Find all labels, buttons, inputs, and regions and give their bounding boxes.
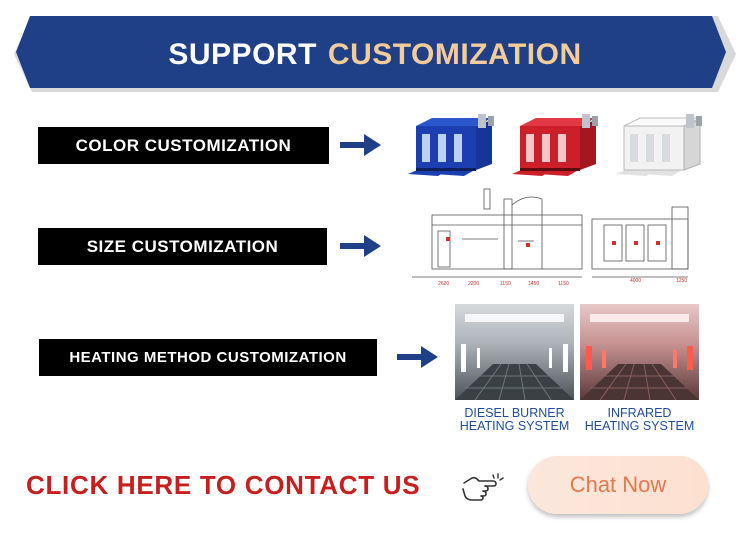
diesel-burner-caption-line2: HEATING SYSTEM xyxy=(459,419,570,433)
pointing-hand-icon xyxy=(462,473,504,501)
svg-text:1250: 1250 xyxy=(676,278,687,284)
chat-now-button[interactable]: Chat Now xyxy=(528,456,708,514)
size-customization-text: SIZE CUSTOMIZATION xyxy=(86,236,279,256)
svg-text:2620: 2620 xyxy=(438,281,449,287)
infrared-caption-line1: INFRARED xyxy=(607,406,672,420)
heating-method-customization-label: HEATING METHOD CUSTOMIZATION xyxy=(39,339,377,376)
size-customization-label: SIZE CUSTOMIZATION xyxy=(38,228,327,265)
banner-title-part1: SUPPORT xyxy=(168,38,317,71)
paint-booth-red-image xyxy=(512,114,598,176)
chat-now-label: Chat Now xyxy=(569,472,667,497)
diesel-burner-booth-photo xyxy=(455,304,574,400)
infrared-caption: INFRARED HEATING SYSTEM xyxy=(577,407,702,433)
svg-text:2200: 2200 xyxy=(468,281,479,287)
heating-method-customization-text: HEATING METHOD CUSTOMIZATION xyxy=(69,349,347,366)
arrow-right-icon xyxy=(397,346,438,368)
title-banner xyxy=(12,16,738,92)
diesel-burner-caption: DIESEL BURNER HEATING SYSTEM xyxy=(452,407,577,433)
svg-text:1450: 1450 xyxy=(528,281,539,287)
color-customization-text: COLOR CUSTOMIZATION xyxy=(75,135,292,155)
banner-title-part2: CUSTOMIZATION xyxy=(327,38,582,71)
paint-booth-blue-image xyxy=(408,114,494,176)
svg-text:1150: 1150 xyxy=(558,281,569,287)
color-customization-label: COLOR CUSTOMIZATION xyxy=(38,127,329,164)
arrow-right-icon xyxy=(340,134,381,156)
diesel-burner-caption-line1: DIESEL BURNER xyxy=(464,406,565,420)
contact-us-link[interactable]: CLICK HERE TO CONTACT US xyxy=(26,470,421,500)
arrow-right-icon xyxy=(340,235,381,257)
paint-booth-white-image xyxy=(616,114,702,176)
infrared-caption-line2: HEATING SYSTEM xyxy=(584,419,695,433)
svg-text:4000: 4000 xyxy=(630,278,641,284)
banner-title: SUPPORT CUSTOMIZATION xyxy=(0,0,750,110)
infrared-booth-photo xyxy=(580,304,699,400)
svg-text:1150: 1150 xyxy=(500,281,511,287)
booth-size-drawing-image: 2620 2200 1150 1450 1150 4000 1250 xyxy=(412,188,689,287)
